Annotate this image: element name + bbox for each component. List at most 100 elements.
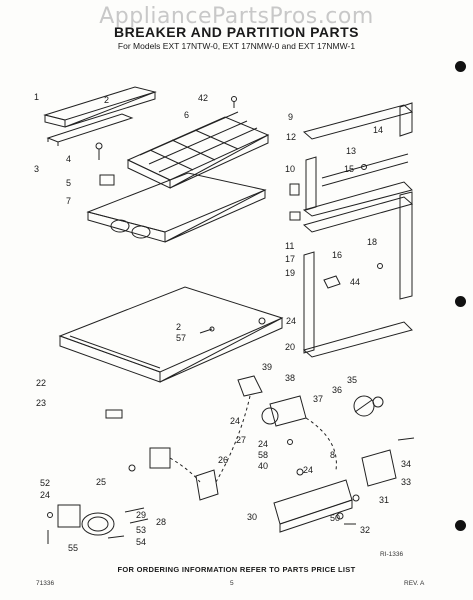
callout-label: 5 (66, 178, 71, 188)
callout-label: 26 (218, 455, 228, 465)
binder-hole-top (455, 61, 466, 72)
callout-labels: 1 2 3 4 5 6 7 42 9 12 14 10 13 15 11 17 … (34, 92, 411, 553)
control-housing-part-30 (273, 479, 353, 533)
partition-plate-part-22 (58, 286, 284, 383)
callout-label: 38 (285, 373, 295, 383)
callout-label: 53 (136, 525, 146, 535)
callout-label: 27 (236, 435, 246, 445)
callout-label: 2 (176, 322, 181, 332)
fuse-part-34 (397, 437, 415, 441)
callout-label: 10 (285, 164, 295, 174)
callout-label: 12 (286, 132, 296, 142)
callout-label: 15 (344, 164, 354, 174)
clip-part-11 (289, 211, 301, 221)
callout-label: 39 (262, 362, 272, 372)
callout-label: 40 (258, 461, 268, 471)
callout-label: 19 (285, 268, 295, 278)
screw-part-42 (231, 96, 237, 108)
callout-label: 1 (34, 92, 39, 102)
clip-part-23 (105, 409, 123, 419)
screw-part-13 (361, 164, 367, 170)
switch-part-25 (149, 447, 171, 469)
callout-label: 6 (184, 110, 189, 120)
callout-label: 2 (104, 95, 109, 105)
damper-assembly-part-37 (261, 395, 307, 427)
page-title: BREAKER AND PARTITION PARTS (113, 24, 360, 40)
callout-label: 33 (401, 477, 411, 487)
callout-label: 11 (285, 241, 294, 251)
callout-label: 35 (347, 375, 357, 385)
callout-label: 30 (247, 512, 257, 522)
callout-label: 7 (66, 196, 71, 206)
footer-left-code: 71336 (36, 580, 55, 587)
callout-label: 23 (36, 398, 46, 408)
callout-label: 31 (379, 495, 389, 505)
callout-label: 57 (176, 333, 186, 343)
screw-part-4 (95, 142, 103, 160)
screw-part-24-right (296, 468, 304, 476)
part-drawings (43, 86, 415, 544)
cover-part-33 (361, 449, 397, 487)
block-part-5 (99, 174, 115, 186)
screw-part-24-left (128, 464, 136, 472)
callout-label: 14 (373, 125, 383, 135)
control-part-26 (195, 469, 219, 501)
page-number: 5 (230, 580, 234, 587)
callout-label: 42 (198, 93, 208, 103)
partition-pan-part-7 (86, 172, 267, 243)
socket-part-39 (237, 375, 263, 397)
breaker-strip-top (43, 86, 157, 146)
bracket-part-16 (323, 275, 341, 289)
callout-label: 32 (360, 525, 370, 535)
partition-frame (302, 102, 414, 358)
callout-label: 24 (303, 465, 313, 475)
callout-label: 20 (285, 342, 295, 352)
callout-label: 58 (258, 450, 268, 460)
screw-part-44 (377, 263, 383, 269)
callout-label: 17 (285, 254, 295, 264)
revision-label: REV. A (404, 580, 425, 587)
bracket-part-52 (57, 504, 81, 528)
callout-label: 36 (332, 385, 342, 395)
callout-label: 37 (313, 394, 323, 404)
callout-label: 22 (36, 378, 46, 388)
callout-label: 24 (258, 439, 268, 449)
clip-part-10 (289, 183, 300, 196)
callout-label: 52 (40, 478, 50, 488)
callout-label: 13 (346, 146, 356, 156)
callout-label: 4 (66, 154, 71, 164)
callout-label: 24 (286, 316, 296, 326)
washer-part-24 (258, 317, 266, 325)
light-shield-part-53 (81, 512, 115, 536)
callout-label: 55 (68, 543, 78, 553)
screw-part-54 (107, 535, 125, 539)
screw-part-58 (287, 439, 293, 445)
binder-hole-middle (455, 296, 466, 307)
screw-part-57 (199, 326, 215, 334)
grille-part-6 (126, 111, 270, 189)
screw-part-29 (124, 507, 145, 513)
diagram-code: RI-1336 (380, 551, 404, 558)
callout-label: 24 (230, 416, 240, 426)
screw-part-31 (352, 494, 360, 502)
wiring-leads (169, 395, 337, 483)
callout-label: 18 (367, 237, 377, 247)
watermark: AppliancePartsPros.com (99, 4, 374, 29)
lamp-part-36 (353, 395, 375, 417)
callout-label: 25 (96, 477, 106, 487)
screw-part-28 (129, 518, 149, 524)
callout-label: 44 (350, 277, 360, 287)
nut-part-50 (336, 512, 344, 520)
callout-label: 24 (40, 490, 50, 500)
lamp-socket-part-35 (372, 396, 384, 408)
screw-part-24-lower (47, 512, 53, 518)
binder-hole-bottom (455, 520, 466, 531)
ordering-note: FOR ORDERING INFORMATION REFER TO PARTS … (117, 565, 356, 574)
callout-label: 16 (332, 250, 342, 260)
callout-label: 8 (330, 450, 335, 460)
callout-label: 9 (288, 112, 293, 122)
callout-label: 3 (34, 164, 39, 174)
callout-label: 28 (156, 517, 166, 527)
